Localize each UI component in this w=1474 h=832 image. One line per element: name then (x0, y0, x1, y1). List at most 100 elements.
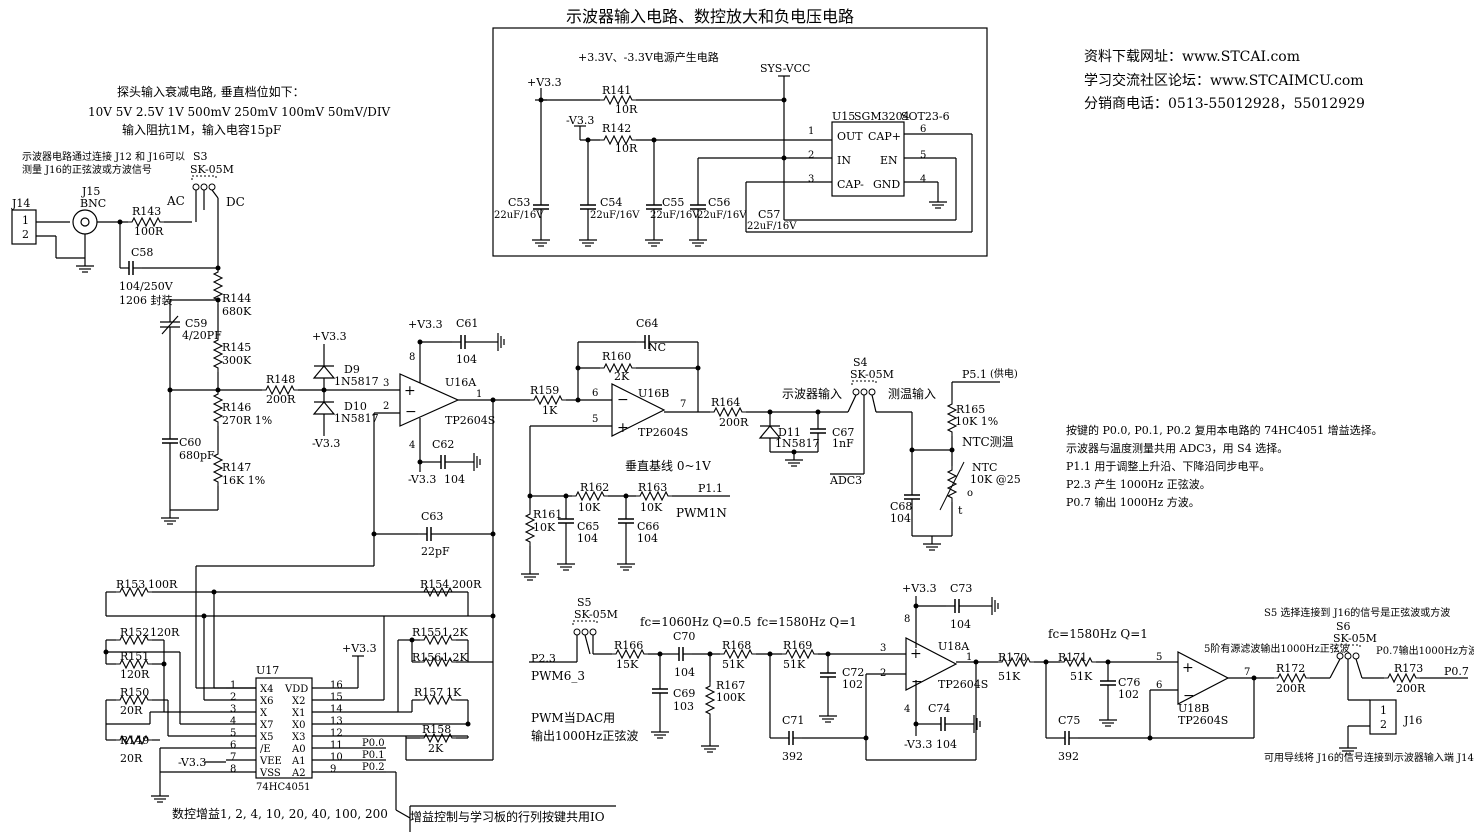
p11-label: P1.1 (698, 482, 723, 495)
svg-text:R167: R167 (716, 679, 745, 692)
svg-text:C66: C66 (637, 520, 659, 533)
supply-note: (供电) (990, 367, 1018, 380)
svg-text:10K: 10K (578, 501, 601, 514)
svg-text:22uF/16V: 22uF/16V (494, 210, 544, 221)
note-adc3: 示波器与温度测量共用 ADC3，用 S4 选择。 (1066, 441, 1288, 455)
svg-text:R145: R145 (222, 341, 251, 354)
pwm1n-label: PWM1N (676, 506, 727, 520)
svg-text:6: 6 (1156, 680, 1162, 691)
svg-text:300K: 300K (222, 354, 252, 367)
resistor-r149: R149 20R (115, 734, 153, 765)
resistor-r144: R144 680K (213, 267, 252, 318)
svg-text:100R: 100R (134, 225, 164, 238)
svg-text:2K: 2K (428, 742, 444, 755)
svg-text:51K: 51K (722, 658, 745, 671)
svg-text:C62: C62 (432, 438, 454, 451)
svg-text:680pF: 680pF (179, 449, 215, 462)
svg-text:SK-05M: SK-05M (574, 608, 618, 621)
svg-text:−: − (617, 392, 629, 408)
svg-text:16K 1%: 16K 1% (222, 474, 265, 487)
svg-text:4: 4 (230, 716, 236, 727)
distributor-phone: 分销商电话：0513-55012928，55012929 (1084, 96, 1365, 112)
svg-text:R158: R158 (422, 723, 451, 736)
svg-text:J14: J14 (11, 197, 30, 210)
svg-text:NTC: NTC (972, 461, 997, 474)
resistor-r159: R159 1K (529, 384, 567, 417)
opamp-u16b: − + U16B TP2604S 6 5 7 (592, 383, 688, 439)
svg-text:2: 2 (22, 228, 29, 241)
svg-text:1.2K: 1.2K (442, 626, 468, 639)
svg-text:5: 5 (920, 150, 926, 161)
adc3-label: ADC3 (829, 474, 862, 487)
svg-text:/E: /E (260, 744, 271, 755)
svg-text:C64: C64 (636, 317, 658, 330)
resistor-r147: R147 16K 1% (213, 449, 265, 487)
svg-text:102: 102 (1118, 688, 1139, 701)
svg-text:2: 2 (808, 150, 814, 161)
svg-text:3: 3 (383, 378, 389, 389)
svg-text:A0: A0 (291, 744, 306, 755)
capacitor-c68: C68 104 (890, 485, 921, 525)
svg-text:C65: C65 (577, 520, 599, 533)
j16-note: 可用导线将 J16的信号连接到示波器输入端 J14 (1264, 751, 1474, 764)
svg-text:X6: X6 (260, 696, 273, 707)
svg-text:1K: 1K (542, 404, 558, 417)
resistor-r143: R143 100R (127, 205, 165, 238)
capacitor-c75: C75 392 (1055, 714, 1080, 763)
svg-text:104: 104 (637, 532, 658, 545)
s5-note: S5 选择连接到 J16的信号是正弦波或方波 (1264, 606, 1450, 619)
svg-text:R160: R160 (602, 350, 631, 363)
svg-text:3: 3 (880, 643, 886, 654)
svg-text:392: 392 (782, 750, 803, 763)
svg-text:R146: R146 (222, 401, 251, 414)
capacitor-c62: C62 104 (431, 438, 465, 486)
svg-text:DC: DC (226, 195, 245, 209)
svg-text:C72: C72 (842, 666, 864, 679)
svg-text:4/20PF: 4/20PF (182, 329, 222, 342)
svg-text:104: 104 (674, 666, 695, 679)
svg-text:12: 12 (330, 728, 343, 739)
svg-text:120R: 120R (120, 668, 150, 681)
capacitor-c53: C53 22uF/16V (494, 195, 550, 221)
resistor-r165: R165 10K 1% (947, 399, 998, 437)
svg-text:R169: R169 (783, 639, 812, 652)
capacitor-c69: C69 103 (651, 679, 695, 713)
svg-text:6: 6 (920, 124, 926, 135)
switch-s4: S4 SK-05M 示波器输入 测温输入 (782, 356, 936, 401)
svg-text:C60: C60 (179, 436, 201, 449)
filter1-label: fc=1060Hz Q=0.5 (640, 615, 751, 629)
filter-output-note: 5阶有源滤波输出1000Hz正弦波 (1204, 642, 1350, 655)
page-title: 示波器输入电路、数控放大和负电压电路 (566, 7, 854, 26)
svg-text:U16B: U16B (638, 387, 669, 400)
svg-text:C57: C57 (758, 208, 780, 221)
svg-text:+V3.3: +V3.3 (342, 642, 377, 655)
svg-text:1: 1 (230, 680, 236, 691)
gain-note: 数控增益1, 2, 4, 10, 20, 40, 100, 200 (172, 806, 388, 821)
svg-text:BNC: BNC (80, 197, 106, 210)
svg-text:200R: 200R (452, 578, 482, 591)
svg-text:U15: U15 (832, 110, 855, 123)
svg-text:5: 5 (1156, 652, 1162, 663)
svg-text:1nF: 1nF (832, 437, 854, 450)
resistor-r162: R162 10K (571, 481, 609, 514)
svg-text:S6: S6 (1336, 620, 1351, 633)
svg-text:C73: C73 (950, 582, 972, 595)
svg-text:X0: X0 (292, 720, 305, 731)
svg-text:D11: D11 (778, 426, 801, 439)
note-p11: P1.1 用于调整上升沿、下降沿同步电平。 (1066, 459, 1270, 473)
svg-text:11: 11 (330, 740, 343, 751)
svg-text:C55: C55 (662, 196, 684, 209)
svg-text:120R: 120R (150, 626, 180, 639)
svg-text:J16: J16 (1403, 714, 1422, 727)
svg-text:+: + (404, 383, 416, 399)
svg-text:+: + (617, 420, 629, 436)
svg-text:SYS-VCC: SYS-VCC (760, 62, 810, 75)
p51-label: P5.1 (962, 368, 987, 381)
opamp-u16a: + − U16A TP2604S 3 2 1 8 4 (383, 352, 495, 451)
trimmer-capacitor-c59: C59 4/20PF (160, 300, 222, 390)
resistor-r158: R158 2K (419, 723, 457, 755)
svg-text:R170: R170 (998, 651, 1027, 664)
svg-text:22pF: 22pF (421, 545, 450, 558)
svg-text:X2: X2 (292, 696, 305, 707)
svg-text:C53: C53 (508, 196, 530, 209)
